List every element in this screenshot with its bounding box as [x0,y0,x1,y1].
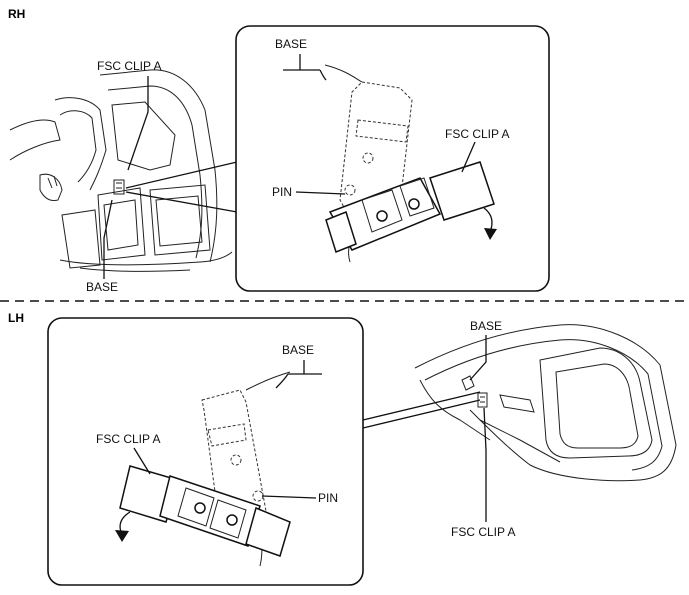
lh-detail-illustration [115,371,291,567]
lh-detail-pin-label: PIN [318,491,338,505]
lh-section-title: LH [8,311,24,325]
rh-overview-clip [113,179,125,195]
rh-detail-clip-label: FSC CLIP A [445,127,509,141]
lh-detail-base-leader [275,360,322,389]
rh-detail-base-leader [283,54,327,81]
rh-clip-hole-1 [376,210,388,222]
lh-clip-hole-1 [194,502,206,514]
lh-overview-clip-label: FSC CLIP A [451,525,515,539]
rh-clip-hole-2 [408,198,420,210]
rh-detail-base-label: BASE [275,37,307,51]
rh-arrowhead-icon [484,228,497,240]
rh-callout-lines [125,161,238,213]
lh-overview-illustration [414,324,677,482]
lh-detail-clip-label: FSC CLIP A [96,432,160,446]
rh-overview-illustration [9,69,233,272]
lh-overview-base-leader [469,335,487,381]
lh-callout-lines [362,391,481,429]
lh-clip-hole-2 [226,514,238,526]
lh-detail-clip-leader [133,447,151,475]
rh-section-title: RH [8,7,25,21]
lh-overview-base-label: BASE [470,319,502,333]
rh-overview-base-label: BASE [86,280,118,294]
lh-overview-clip [477,392,488,408]
rh-overview-base-leader [103,199,113,279]
rh-detail-pin-leader [295,191,346,195]
lh-overview-clip-leader [483,407,487,522]
rh-detail-clip-leader [461,141,476,173]
lh-arrowhead-icon [115,530,129,542]
lh-detail-panel [47,317,364,586]
rh-overview-clip-leader [127,76,149,171]
lh-detail-pin-leader [261,495,317,499]
lh-detail-base-label: BASE [282,343,314,357]
rh-detail-panel [235,25,550,292]
rh-detail-illustration [324,64,497,263]
rh-detail-pin-label: PIN [272,185,292,199]
rh-overview-clip-label: FSC CLIP A [97,59,161,73]
